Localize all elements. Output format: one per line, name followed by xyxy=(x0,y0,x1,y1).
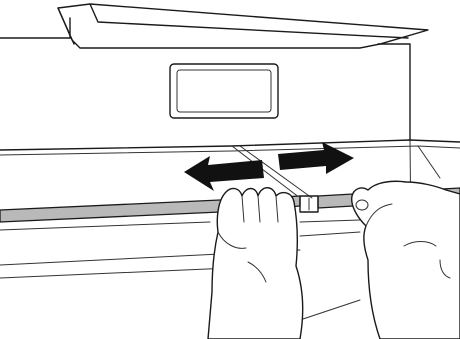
arrow-left-icon xyxy=(184,156,264,191)
right-hand xyxy=(352,181,460,339)
arrow-right-icon xyxy=(278,142,354,174)
left-hand xyxy=(208,188,303,339)
rear-vent xyxy=(170,64,278,118)
light-cover xyxy=(58,4,428,48)
shelf-center-joint xyxy=(300,196,318,212)
